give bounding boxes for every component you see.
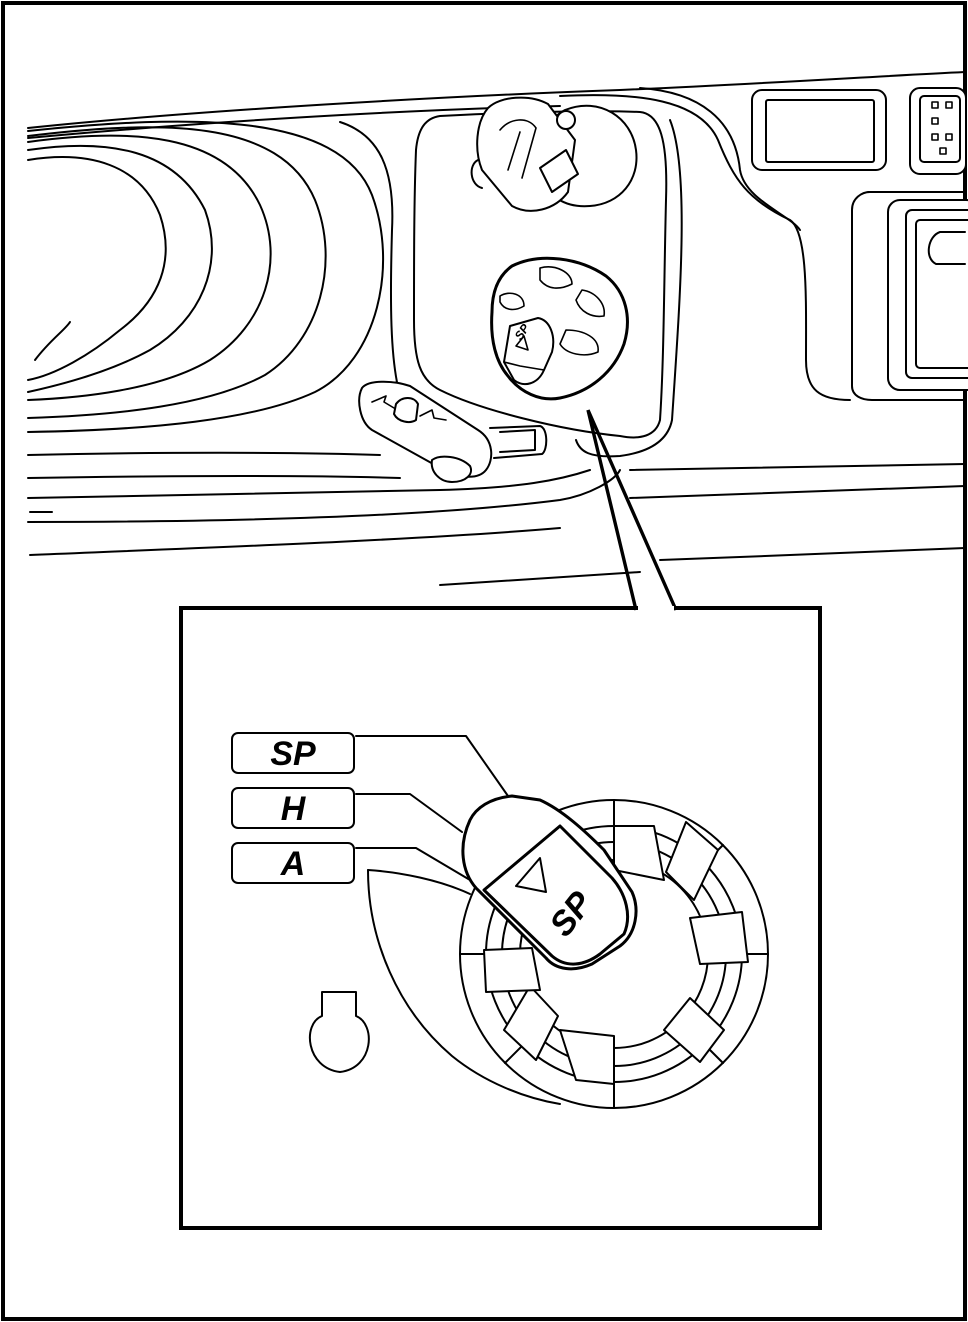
detail-view: SP SP H A (231, 732, 769, 1109)
callout-leader (586, 409, 678, 611)
keyhole-symbol (308, 991, 370, 1073)
console-overview: SP (27, 71, 968, 586)
console-top-edge (27, 71, 966, 129)
ignition-key (470, 96, 638, 212)
label-a-text: A (280, 845, 306, 883)
dial-base-sweep (367, 869, 561, 1105)
center-panel (413, 110, 668, 439)
seat-contours (27, 120, 401, 433)
label-h-text: H (281, 790, 307, 828)
speed-knob-overview: SP (490, 256, 629, 401)
throttle-lever (358, 380, 548, 483)
label-leaders (355, 735, 509, 881)
label-sp-text: SP (270, 735, 316, 773)
sp-pointer-lever: SP (461, 794, 638, 971)
detail-box (179, 606, 822, 1230)
label-sp: SP (231, 732, 355, 774)
console-grooves (27, 451, 966, 586)
label-h: H (231, 787, 355, 829)
right-panel-controls (751, 87, 968, 401)
label-a: A (231, 842, 355, 884)
